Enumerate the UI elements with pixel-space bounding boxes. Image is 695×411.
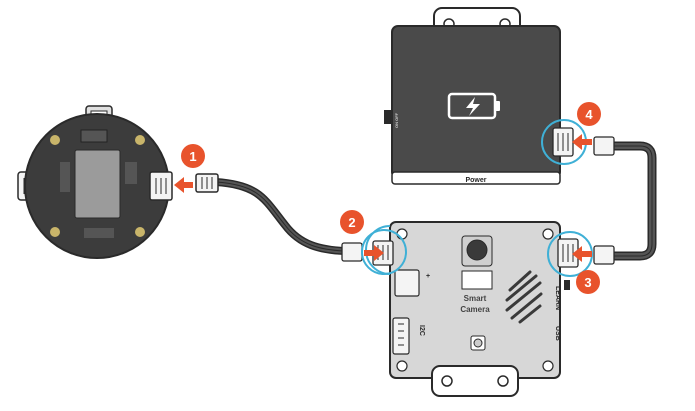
svg-text:4: 4 [585,107,593,122]
port-plus-mark: + [426,273,430,280]
arrow-step-3 [572,246,592,262]
speaker-grille-icon [505,270,543,324]
arrow-step-2 [364,245,384,261]
learn-label: LEARN [554,286,561,310]
step-badge-3: 3 [576,270,600,294]
smart-camera-module: Smart Camera + I2C LEARN USB [389,221,570,397]
cable-3-to-4 [607,141,657,261]
battery-pack: Power ON OFF [384,7,561,185]
power-label: Power [465,177,486,184]
step-badge-2: 2 [340,210,364,234]
round-controller-board [17,105,173,259]
arrow-step-4 [572,134,592,150]
camera-lens-icon [461,235,493,267]
power-switch-label: ON OFF [394,112,399,128]
svg-text:2: 2 [348,215,355,230]
i2c-label: I2C [418,325,425,336]
smart-label: Smart [464,294,487,303]
port-4-connector [541,119,615,165]
step-badge-4: 4 [577,102,601,126]
highlight-ring-2 [361,229,407,275]
battery-charging-icon [447,92,500,120]
cable-plug-1 [195,173,219,193]
step-badge-1: 1 [181,144,205,168]
arrow-step-1 [174,177,193,193]
camera-label: Camera [460,305,490,314]
cable-1-to-2 [212,178,349,255]
usb-label: USB [554,326,561,341]
svg-text:1: 1 [189,149,196,164]
svg-text:3: 3 [584,275,591,290]
